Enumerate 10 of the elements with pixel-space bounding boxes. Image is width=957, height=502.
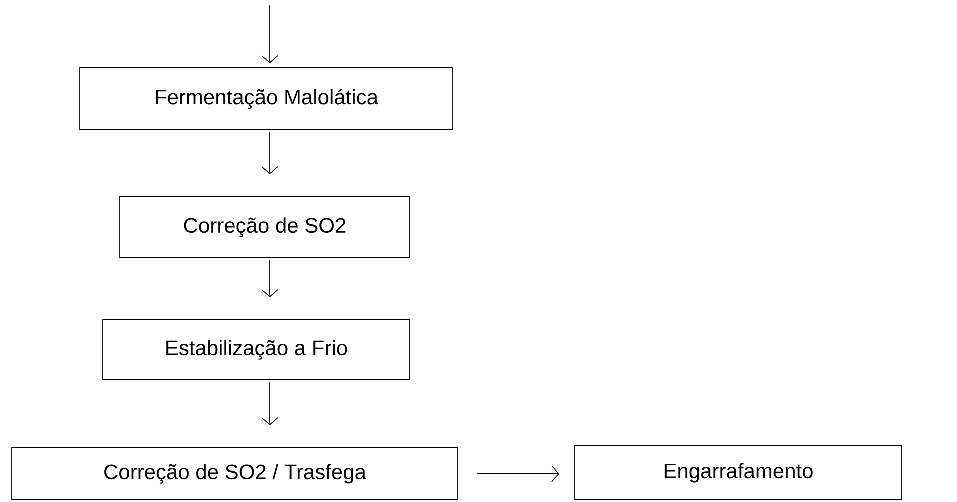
process-box: Correção de SO2 / Trasfega (12, 448, 458, 500)
process-box: Correção de SO2 (120, 196, 410, 258)
arrow (262, 4, 278, 64)
process-box: Estabilização a Frio (102, 320, 410, 380)
process-box: Engarrafamento (574, 446, 902, 500)
process-box: Fermentação Malolática (80, 68, 454, 130)
arrow (262, 132, 278, 175)
arrow (262, 260, 278, 298)
arrow (477, 466, 560, 482)
arrow (262, 382, 278, 426)
